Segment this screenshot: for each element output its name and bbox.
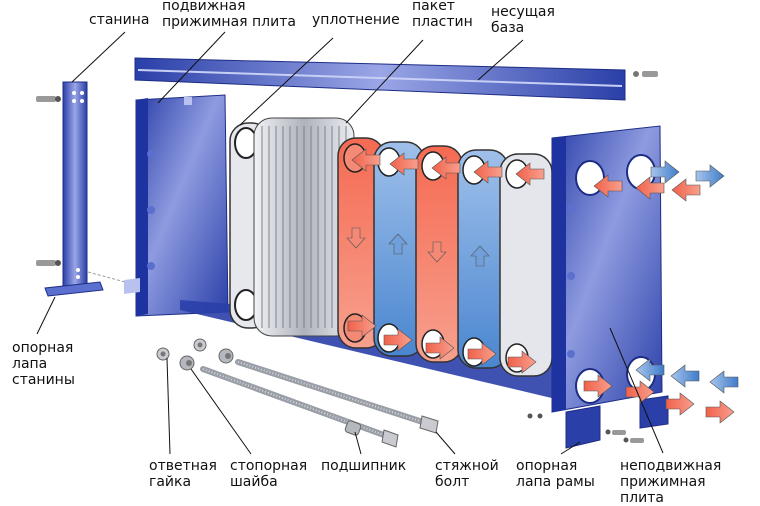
leader-carrying-bar	[477, 39, 524, 81]
lock-washer-1	[179, 355, 195, 371]
plate-pack-ridges	[261, 126, 347, 328]
cold-outlet-arrow-icon	[695, 164, 725, 188]
label-frame-foot: опорная лапа станины	[12, 340, 75, 388]
hot-flow-arrow-left-icon	[351, 148, 381, 172]
label-gasket: уплотнение	[312, 12, 400, 28]
hot-outlet-arrow-icon	[705, 400, 735, 424]
leader-frame-support-foot	[560, 441, 581, 455]
hot-flow-arrow-right-icon	[425, 336, 455, 360]
support-foot-bolts	[527, 413, 644, 443]
label-frame-support-foot: опорная лапа рамы	[516, 458, 595, 490]
leader-frame-foot	[36, 296, 56, 335]
lock-washer-2	[218, 348, 234, 364]
label-plate-pack: пакет пластин	[412, 0, 473, 30]
carrying-bar	[134, 57, 626, 101]
alignment-dash	[87, 271, 126, 283]
hot-flow-arrow-left-icon	[431, 156, 461, 180]
hot-outlet-arrow-icon	[583, 374, 613, 398]
cold-outlet-arrow-icon	[650, 160, 680, 184]
label-movable-pressure-plate: подвижная прижимная плита	[162, 0, 296, 30]
internal-flow-arrows	[346, 148, 545, 374]
label-fixed-pressure-plate: неподвижная прижимная плита	[620, 458, 722, 506]
hot-outlet-arrow-icon	[625, 380, 655, 404]
bearing	[344, 420, 362, 436]
cold-inlet-arrow-icon	[635, 358, 665, 382]
counter-nut-1	[156, 347, 170, 361]
frame-column	[62, 81, 88, 288]
leader-tie-bolt	[435, 431, 456, 455]
hot-flow-arrow-down-icon	[427, 241, 447, 263]
leader-lock-washer	[190, 368, 252, 455]
bar-end-bolt	[633, 71, 658, 77]
tie-bolt-upper	[235, 359, 439, 434]
cold-inlet-arrow-icon	[670, 364, 700, 388]
label-lock-washer: стопорная шайба	[230, 458, 308, 490]
label-tie-bolt: стяжной болт	[435, 458, 499, 490]
leader-fixed-plate	[609, 327, 664, 454]
counter-nut-2	[193, 338, 207, 352]
hot-flow-arrow-left-icon	[473, 160, 503, 184]
hot-flow-arrow-left-icon	[389, 152, 419, 176]
hot-flow-arrow-right-icon	[467, 342, 497, 366]
label-bearing: подшипник	[321, 458, 407, 474]
hot-inlet-arrow-icon	[671, 178, 701, 202]
leader-movable-plate	[157, 31, 226, 104]
hot-flow-arrow-left-icon	[515, 162, 545, 186]
cold-flow-arrow-up-icon	[470, 245, 490, 267]
leader-lines	[36, 31, 664, 455]
hot-flow-arrow-right-icon	[383, 328, 413, 352]
label-stanina: станина	[89, 12, 150, 28]
frame-support-foot	[565, 395, 669, 449]
column-bolt-top	[36, 96, 61, 102]
plate-neutral	[499, 153, 553, 377]
label-counter-nut: ответная гайка	[149, 458, 217, 490]
leader-bearing	[354, 431, 362, 455]
column-bolt-bottom	[36, 260, 61, 266]
cold-inlet-arrow-icon	[709, 370, 739, 394]
movable-pressure-plate	[124, 94, 229, 317]
hot-outlet-arrow-icon	[665, 392, 695, 416]
cold-flow-arrow-up-icon	[388, 233, 408, 255]
hot-inlet-arrow-icon	[593, 174, 623, 198]
leader-stanina	[71, 31, 126, 83]
leader-plate-pack	[345, 39, 424, 124]
external-flow-arrows	[583, 160, 739, 424]
hot-flow-arrow-right-icon	[347, 314, 377, 338]
label-carrying-bar: несущая база	[491, 4, 555, 36]
hot-flow-arrow-right-icon	[507, 350, 537, 374]
hot-inlet-arrow-icon	[635, 176, 665, 200]
frame-foot	[44, 281, 104, 297]
leader-nut	[166, 357, 171, 455]
leader-gasket	[239, 37, 334, 126]
hot-flow-arrow-down-icon	[346, 227, 366, 249]
